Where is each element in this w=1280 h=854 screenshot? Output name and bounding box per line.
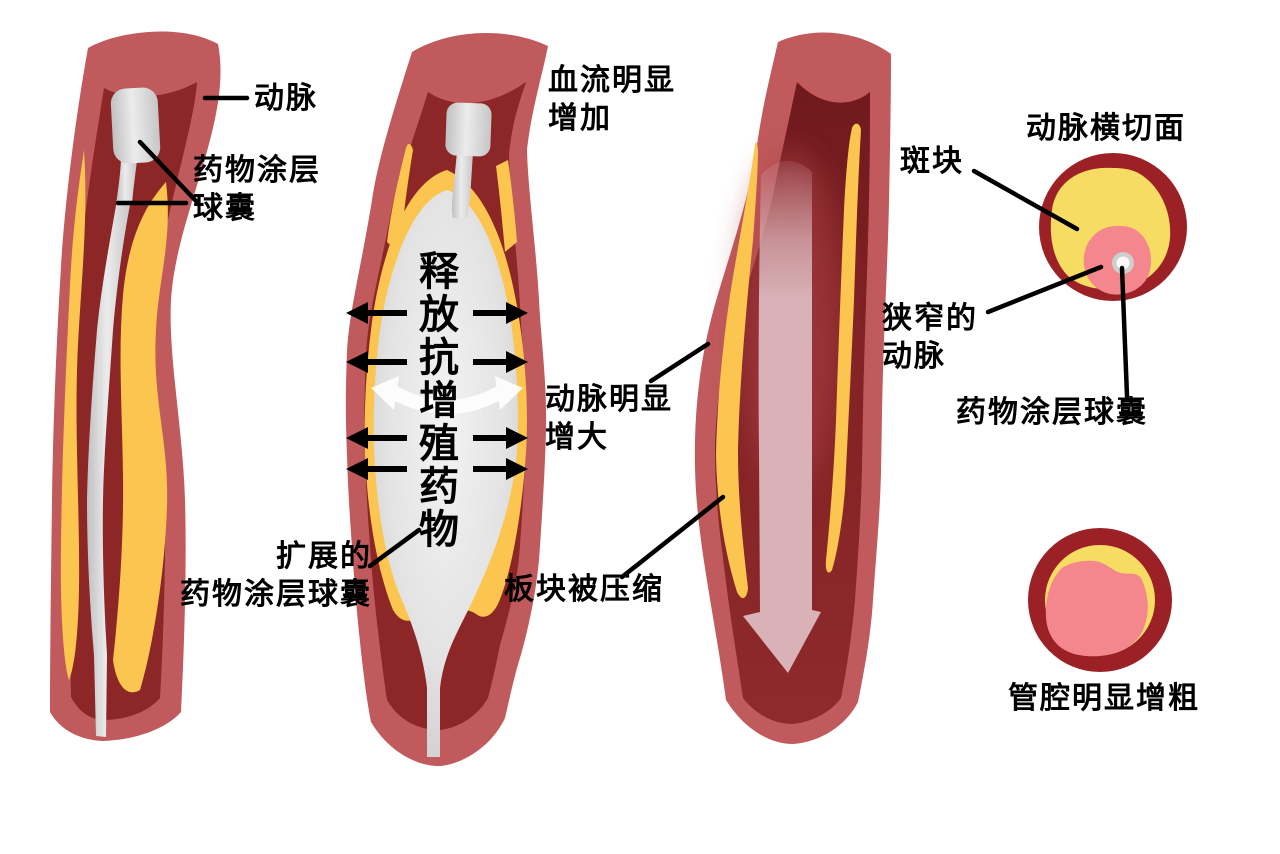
arrow-left-2 — [346, 351, 407, 373]
leader-artery-enlarged — [648, 341, 711, 384]
catheter-neck — [452, 152, 473, 218]
folded-balloon-tip — [110, 87, 161, 164]
residual-plaque-right — [825, 123, 861, 573]
narrowed-artery-label: 狭窄的 动脉 — [882, 302, 978, 373]
inflated-balloon — [373, 190, 518, 757]
cross-section-title: 动脉横切面 — [1026, 112, 1186, 145]
balloon-expansion-arrow — [371, 376, 523, 414]
cross-section-narrowed — [1039, 153, 1187, 301]
drug-coated-balloon-label: 药物涂层 球囊 — [193, 154, 321, 225]
arrow-left-4 — [346, 458, 407, 480]
compressed-plaque-left-tip — [387, 144, 413, 254]
leader-lines — [115, 95, 1130, 580]
arrow-right-4 — [473, 458, 528, 480]
compressed-plaque-right-tip — [496, 160, 517, 252]
expanded-balloon-label: 扩展的 药物涂层球囊 — [180, 540, 372, 611]
artery-enlarged-label: 动脉明显 增大 — [545, 383, 673, 454]
panel2-inflated-balloon-artery — [345, 33, 548, 767]
arrow-right-1 — [473, 302, 528, 324]
blood-flow-arrow — [743, 161, 821, 673]
enlarged-lumen — [1045, 560, 1148, 657]
plaque-compressed-label: 板块被压缩 — [504, 573, 664, 606]
balloon-catheter-dot — [1116, 256, 1130, 270]
residual-plaque-left — [716, 142, 758, 599]
leader-plaque — [971, 168, 1080, 232]
blood-flow-increase-label: 血流明显 增加 — [548, 64, 676, 135]
leader-balloon-tip — [137, 139, 199, 204]
plaque-left — [60, 150, 86, 680]
release-drug-label: 释放抗增殖药物 — [413, 250, 457, 551]
arrow-left-1 — [346, 302, 407, 324]
leader-plaque-compressed — [619, 494, 726, 580]
plaque-label: 斑块 — [900, 145, 964, 178]
leader-balloon-dot — [1119, 265, 1130, 399]
lumen-enlarged-label: 管腔明显增粗 — [1008, 682, 1200, 715]
plaque-right — [113, 182, 168, 693]
catheter-shaft — [87, 200, 131, 737]
catheter-neck — [116, 160, 137, 205]
arrow-right-2 — [473, 351, 528, 373]
panel1-narrowed-artery — [50, 31, 221, 741]
arrow-right-3 — [473, 427, 528, 449]
drug-coated-balloon-caption: 药物涂层球囊 — [956, 396, 1148, 429]
folded-balloon-tip — [445, 102, 492, 157]
cross-section-enlarged — [1028, 528, 1172, 672]
panel3-treated-artery — [694, 32, 891, 745]
leader-narrowed-artery — [985, 264, 1104, 315]
leader-expanded-balloon — [367, 527, 422, 569]
arrow-left-3 — [346, 427, 407, 449]
artery-label: 动脉 — [254, 82, 318, 115]
drug-release-arrows — [346, 302, 528, 480]
